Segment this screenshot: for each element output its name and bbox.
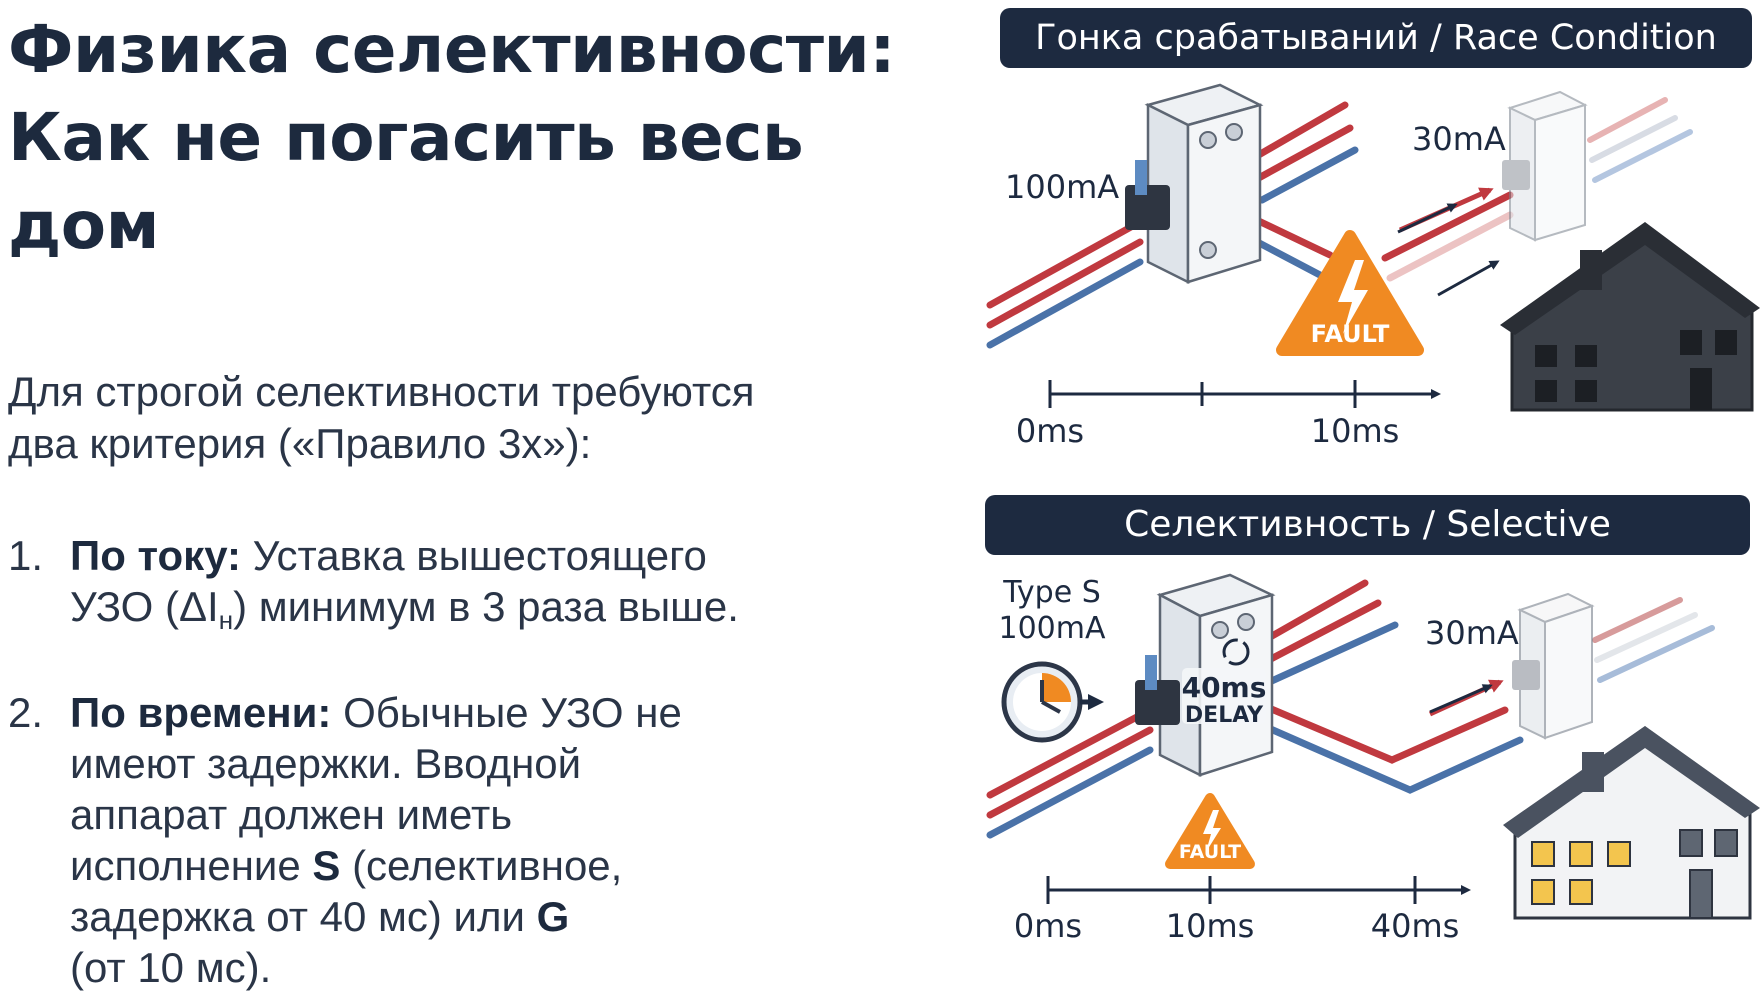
house-lit — [1503, 726, 1760, 920]
fault-warning-icon — [1276, 230, 1424, 356]
wire-bundle-left — [986, 218, 1144, 349]
wire-bundle-left — [986, 706, 1154, 839]
downstream-rcd-race — [1502, 90, 1588, 242]
downstream-rcd-selective — [1512, 592, 1595, 740]
text-column: Физика селективности: Как не погасить ве… — [8, 6, 908, 993]
fault-label-race: FAULT — [1311, 320, 1390, 348]
criterion-text: аппарат должен иметь — [70, 791, 513, 838]
intro-line-1: Для строгой селективности требуются — [8, 368, 755, 415]
wire-to-downstream — [1246, 597, 1715, 794]
timer-clock-icon — [1001, 661, 1104, 743]
upstream-type-label: Type S — [1002, 575, 1101, 610]
criterion-text: исполнение — [70, 842, 313, 889]
g-letter: G — [536, 893, 570, 940]
diagram-canvas: 100mA 30mA FAULT 0ms 10ms Type S 100mA 4… — [986, 83, 1760, 945]
criterion-text: задержка от 40 мс) или — [70, 893, 537, 940]
fault-label-selective: FAULT — [1179, 841, 1241, 863]
selective-panel — [986, 573, 1760, 920]
wire-to-downstream — [1381, 97, 1693, 282]
propagation-arrow — [1429, 684, 1493, 714]
house-dark — [1500, 222, 1760, 412]
selective-header: Селективность / Selective — [985, 495, 1750, 555]
criterion-text: ) минимум в 3 раза выше. — [233, 583, 739, 630]
timeline-tick-label: 10ms — [1311, 412, 1400, 450]
timeline-tick-label: 10ms — [1166, 907, 1255, 945]
intro-line-2: два критерия («Правило 3х»): — [8, 420, 592, 467]
race-condition-header: Гонка срабатываний / Race Condition — [1000, 8, 1752, 68]
criterion-current: 1. По току: Уставка вышестоящего УЗО (ΔI… — [8, 530, 908, 635]
upstream-label-race: 100mA — [1005, 168, 1119, 206]
race-panel — [986, 83, 1760, 412]
delay-value: 40ms — [1182, 671, 1267, 704]
criterion-text: Обычные УЗО не — [343, 689, 682, 736]
wire-bundle-upper — [1246, 101, 1359, 204]
criterion-label: По току: — [70, 532, 241, 579]
criterion-text: УЗО (ΔI — [70, 583, 219, 630]
selective-timeline — [1046, 876, 1471, 904]
title-line-2: Как не погасить весь дом — [8, 99, 804, 264]
subscript-n: н — [218, 605, 234, 635]
timeline-tick-label: 0ms — [1014, 907, 1082, 945]
propagation-arrows — [1397, 203, 1500, 297]
criterion-text: (селективное, — [340, 842, 623, 889]
timeline-tick-label: 40ms — [1371, 907, 1460, 945]
race-timeline — [1048, 380, 1441, 408]
downstream-label-race: 30mA — [1412, 120, 1506, 158]
criterion-time: 2. По времени: Обычные УЗО не имеют заде… — [8, 687, 908, 993]
upstream-label-selective: 100mA — [998, 611, 1105, 646]
upstream-rcd-type-s — [1135, 573, 1276, 778]
title-line-1: Физика селективности: — [8, 11, 896, 88]
downstream-label-selective: 30mA — [1425, 614, 1519, 652]
intro-text: Для строгой селективности требуются два … — [8, 366, 908, 470]
wire-bundle-upper — [1261, 579, 1399, 688]
delay-label: DELAY — [1185, 703, 1264, 728]
criterion-number: 2. — [8, 689, 44, 736]
criterion-label: По времени: — [70, 689, 332, 736]
criterion-number: 1. — [8, 532, 44, 579]
timeline-tick-label: 0ms — [1016, 412, 1084, 450]
s-letter: S — [312, 842, 341, 889]
upstream-rcd-race — [1125, 83, 1264, 285]
page-title: Физика селективности: Как не погасить ве… — [8, 6, 908, 270]
criterion-text: имеют задержки. Вводной — [70, 740, 582, 787]
fault-warning-icon — [1165, 793, 1255, 869]
criterion-text: Уставка вышестоящего — [252, 532, 707, 579]
